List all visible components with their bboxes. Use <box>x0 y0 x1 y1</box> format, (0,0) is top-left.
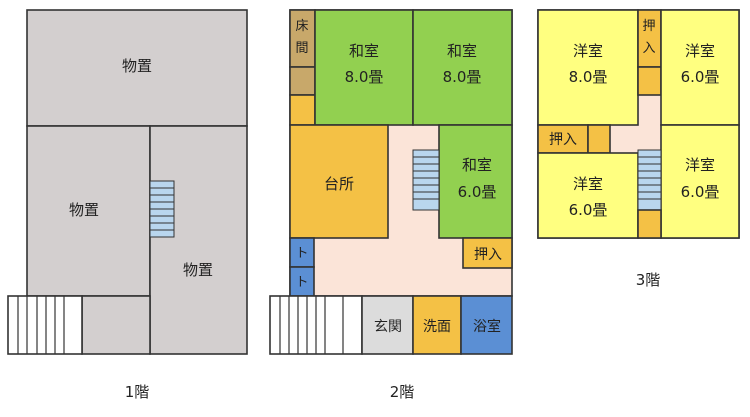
f2-entrance-label: 玄関 <box>374 318 402 335</box>
f3-closet-1-label-1: 押 <box>642 19 655 34</box>
floor-1: 物置 物置 物置 1階 <box>7 9 248 401</box>
f3-yoshitsu-3-name: 洋室 <box>573 175 603 193</box>
f1-storage-left[interactable] <box>26 125 151 297</box>
f1-storage-top-label: 物置 <box>122 57 152 75</box>
f1-storage-left-label: 物置 <box>69 201 99 219</box>
f1-lower-space <box>81 295 151 355</box>
f1-storage-right-label: 物置 <box>183 261 213 279</box>
f2-toilet-1-label: ト <box>295 246 308 261</box>
f3-closet-2-label: 押入 <box>549 132 577 148</box>
f2-kitchen-label: 台所 <box>324 175 354 193</box>
f2-closet-label: 押入 <box>474 247 502 263</box>
f3-closet-2-right <box>587 124 611 154</box>
f3-yoshitsu-1[interactable] <box>537 9 639 126</box>
f1-storage-top[interactable] <box>26 9 248 127</box>
floor-2: 床 間 和室 8.0畳 和室 8.0畳 和室 6.0畳 押入 台所 ト ト 玄関… <box>269 9 513 401</box>
f2-outer-stair <box>269 295 363 355</box>
f2-entrance[interactable] <box>361 295 414 355</box>
f3-closet-1-label-2: 入 <box>642 41 655 56</box>
f3-yoshitsu-4-size: 6.0畳 <box>681 183 720 201</box>
floor-3: 洋室 8.0畳 押 入 洋室 6.0畳 押入 洋室 6.0畳 洋室 6.0畳 3… <box>537 9 740 289</box>
f2-closet[interactable] <box>462 237 513 269</box>
f2-tokonoma-lower <box>289 66 316 96</box>
f2-inner-stair <box>412 149 440 211</box>
f2-washitsu-2-name: 和室 <box>447 42 477 60</box>
f3-stair <box>637 149 662 239</box>
f2-kitchen[interactable] <box>289 124 389 239</box>
f2-washitsu-3[interactable] <box>438 124 513 239</box>
f2-washroom-label: 洗面 <box>423 319 451 335</box>
f3-yoshitsu-2-name: 洋室 <box>685 42 715 60</box>
f3-yoshitsu-1-name: 洋室 <box>573 42 603 60</box>
f2-washitsu-1-size: 8.0畳 <box>345 68 384 86</box>
f2-washitsu-1-name: 和室 <box>349 42 379 60</box>
f1-title: 1階 <box>125 383 150 401</box>
f3-yoshitsu-1-size: 8.0畳 <box>569 68 608 86</box>
f3-yoshitsu-2[interactable] <box>660 9 740 126</box>
f1-outer-stair <box>7 295 83 355</box>
f2-bath-label: 浴室 <box>473 318 501 335</box>
f1-inner-stair <box>149 180 175 238</box>
f3-yoshitsu-3-size: 6.0畳 <box>569 201 608 219</box>
f3-yoshitsu-3[interactable] <box>537 152 639 239</box>
f2-washitsu-2-size: 8.0畳 <box>443 68 482 86</box>
f2-washroom[interactable] <box>412 295 462 355</box>
f2-toilet-2-label: ト <box>295 275 308 290</box>
f3-title: 3階 <box>636 271 661 289</box>
f2-bath[interactable] <box>460 295 513 355</box>
f3-closet-1-lower <box>637 66 662 96</box>
f2-title: 2階 <box>390 383 415 401</box>
f2-tokonoma[interactable] <box>289 9 316 68</box>
f2-tokonoma-label-1: 床 <box>295 19 308 34</box>
f3-yoshitsu-2-size: 6.0畳 <box>681 68 720 86</box>
f2-washitsu-2[interactable] <box>412 9 513 126</box>
f3-yoshitsu-4-name: 洋室 <box>685 156 715 174</box>
f2-washitsu-3-size: 6.0畳 <box>458 183 497 201</box>
f2-tokonoma-closet <box>289 94 316 126</box>
f2-washitsu-3-name: 和室 <box>462 156 492 174</box>
f3-yoshitsu-4[interactable] <box>660 124 740 239</box>
f1-storage-right[interactable] <box>149 125 248 355</box>
f2-tokonoma-label-2: 間 <box>295 41 308 56</box>
